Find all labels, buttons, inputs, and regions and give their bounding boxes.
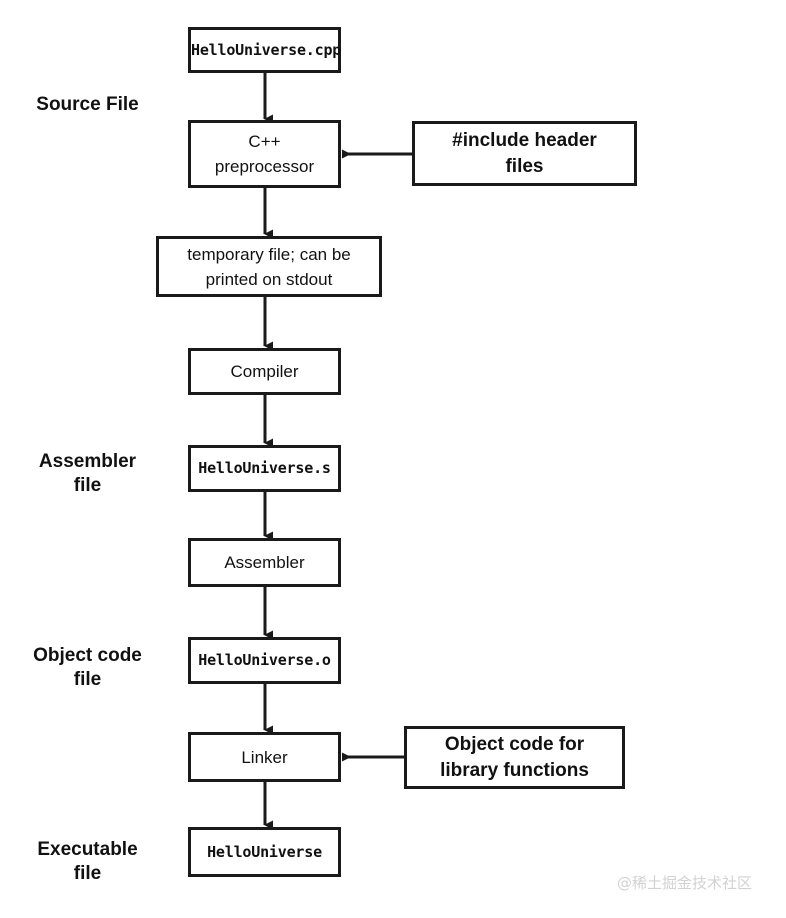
watermark: @稀土掘金技术社区 [617,874,753,892]
stage-label-object-code-file: Object code file [33,645,142,690]
stage-label-assembler-file: Assembler file [38,451,137,496]
node-hello-universe-cpp: HelloUniverse.cpp [188,27,341,73]
node-assembler: Assembler [188,538,341,587]
node-label: Assembler [224,553,305,572]
node-temporary-file: temporary file; can be printed on stdout [156,236,382,297]
node-label: HelloUniverse.o [198,651,331,669]
node-label: Compiler [230,362,299,381]
node-object-code-library: Object code for library functions [404,726,625,789]
node-hello-universe: HelloUniverse [188,827,341,877]
stage-label-source-file: Source File [36,94,139,115]
node-linker: Linker [188,732,341,782]
node-label: #include header files [452,129,597,177]
node-label: C++ preprocessor [214,132,315,176]
stage-label-executable-file: Executable file [37,839,138,884]
node-label: temporary file; can be printed on stdout [187,244,351,289]
node-label: HelloUniverse.cpp [191,40,342,59]
node-label: HelloUniverse [207,842,322,861]
node-include-header-files: #include header files [412,121,637,186]
node-label: Linker [241,747,288,767]
node-compiler: Compiler [188,348,341,395]
node-label: HelloUniverse.s [198,459,331,477]
node-cpp-preprocessor: C++ preprocessor [188,120,341,188]
node-hello-universe-o: HelloUniverse.o [188,637,341,684]
node-hello-universe-s: HelloUniverse.s [188,445,341,492]
node-label: Object code for library functions [440,733,589,781]
